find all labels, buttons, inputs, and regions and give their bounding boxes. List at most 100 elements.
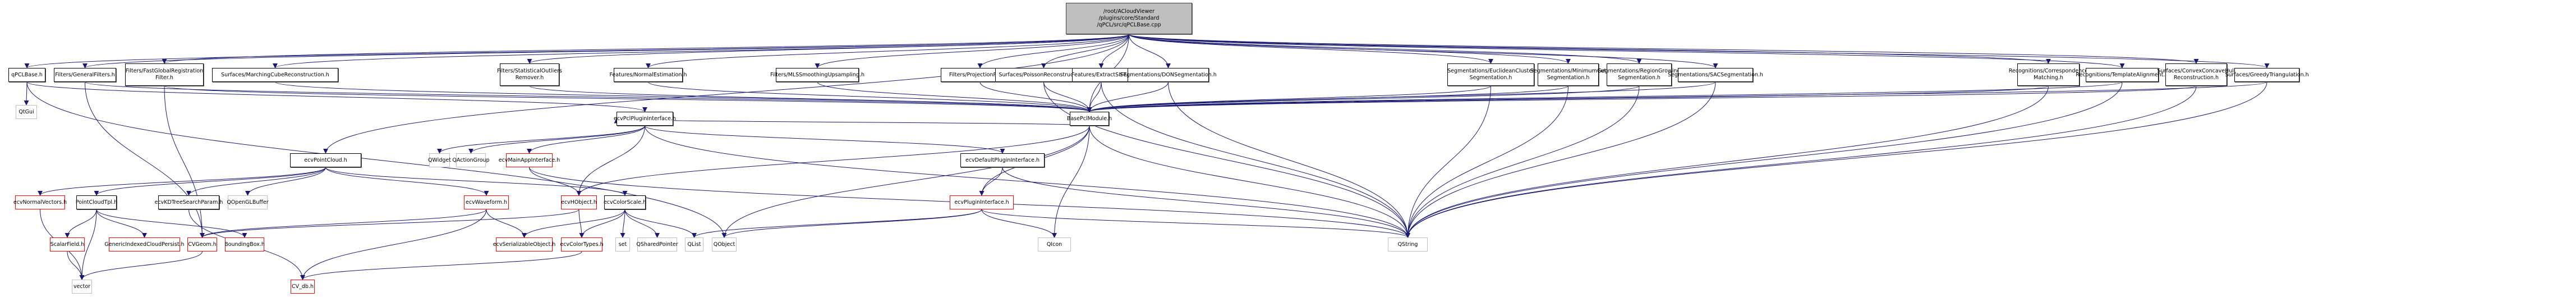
edge-pluginif-to-qicon (981, 209, 1057, 238)
graph-node-pointcloud[interactable]: ecvPointCloud.h (290, 153, 361, 167)
graph-node-waveform[interactable]: ecvWaveform.h (464, 195, 509, 209)
edge-colorscale-to-qsharedpointer (624, 209, 660, 238)
graph-node-pointcloudtpl[interactable]: PointCloudTpl.h (76, 195, 117, 209)
edge-colorscale-to-set (620, 209, 625, 238)
edge-root-to-projection (977, 34, 1129, 68)
edge-colorscale-to-qlist (624, 209, 697, 238)
graph-node-serializable[interactable]: ecvSerializableObject.h (493, 237, 555, 252)
graph-node-normalest[interactable]: Features/NormalEstimation.h (609, 68, 687, 82)
graph-node-vector[interactable]: vector (72, 280, 92, 294)
graph-node-pclpluginif[interactable]: ecvPclPluginInterface.h (614, 112, 676, 126)
edge-root-to-fastglobalreg (162, 34, 1129, 64)
edge-fastglobalreg-to-basepcl (164, 85, 1092, 112)
edge-basepcl-to-qicon (1052, 125, 1090, 238)
edge-don-to-basepcl (1087, 81, 1169, 112)
graph-node-generalfilters[interactable]: Filters/GeneralFilters.h (54, 68, 116, 82)
graph-node-templalign[interactable]: Recognitions/TemplateAlignment.h (2076, 68, 2169, 82)
edge-root-to-corrmatch (1129, 34, 2051, 64)
edge-convexhull-to-basepcl (1087, 85, 2197, 112)
graph-node-convexhull[interactable]: Surfaces/ConvexConcaveHull Reconstructio… (2157, 63, 2235, 86)
graph-node-euclidean[interactable]: Segmentations/EuclideanCluster Segmentat… (1447, 63, 1534, 86)
graph-node-don[interactable]: Segmentations/DONSegmentation.h (1120, 68, 1217, 82)
graph-node-qicon[interactable]: QIcon (1038, 237, 1071, 252)
edge-colortypes-to-cv_db (300, 251, 582, 280)
graph-node-root: /root/ACloudViewer /plugins/core/Standar… (1066, 3, 1192, 34)
graph-node-qstring[interactable]: QString (1388, 237, 1428, 252)
graph-node-basepcl[interactable]: BasePclModule.h (1067, 112, 1112, 126)
graph-node-boundingbox[interactable]: BoundingBox.h (224, 237, 265, 252)
edge-mainappif-to-hobject (529, 167, 582, 196)
graph-node-qlist[interactable]: QList (685, 237, 703, 252)
edge-normalest-to-basepcl (648, 81, 1092, 112)
edge-pclpluginif-to-hobject (576, 125, 645, 196)
edge-root-to-mls (815, 34, 1129, 68)
edge-regiongrow-to-qstring (1405, 85, 1640, 238)
edge-mls-to-basepcl (817, 81, 1092, 112)
edge-pointcloud-to-waveform (325, 167, 489, 196)
graph-node-sift[interactable]: Features/ExtractSIFT.h (1071, 68, 1131, 82)
graph-node-defaultpluginif[interactable]: ecvDefaultPluginInterface.h (960, 153, 1045, 167)
edge-don-to-qstring (1168, 81, 1410, 238)
graph-node-normalvectors[interactable]: ecvNormalVectors.h (13, 195, 67, 209)
edge-convexhull-to-qstring (1405, 85, 2197, 238)
edge-hobject-to-cvgeom (200, 209, 579, 238)
edge-pointcloudtpl-to-genericidx (96, 209, 147, 238)
graph-node-cv_db[interactable]: CV_db.h (291, 280, 315, 294)
edge-pointcloud-to-normalvectors (38, 167, 326, 196)
graph-node-qobject[interactable]: QObject (712, 237, 737, 252)
edge-pointcloud-to-colorscale (325, 167, 628, 196)
edge-cvgeom-to-vector (79, 251, 203, 280)
edge-sac-to-qstring (1405, 81, 1716, 238)
graph-node-fastglobalreg[interactable]: Filters/FastGlobalRegistration Filter.h (125, 63, 204, 86)
graph-node-corrmatch[interactable]: Recognitions/Correspondence Matching.h (2009, 63, 2088, 86)
edge-root-to-convexhull (1129, 34, 2198, 64)
edge-colorscale-to-serializable (522, 209, 625, 238)
edge-euclidean-to-basepcl (1087, 85, 1491, 112)
edge-pclpluginif-to-mainappif (527, 125, 645, 154)
graph-node-hobject[interactable]: ecvHObject.h (561, 195, 597, 209)
edge-defaultpluginif-to-pluginif (979, 167, 1003, 196)
edge-root-to-templalign (1129, 34, 2125, 68)
edge-waveform-to-cvgeom (200, 209, 487, 238)
graph-node-genericidx[interactable]: GenericIndexedCloudPersist.h (104, 237, 185, 252)
graph-node-colortypes[interactable]: ecvColorTypes.h (560, 237, 604, 252)
graph-node-statoutliers[interactable]: Filters/StatisticalOutliers Remover.h (497, 63, 562, 86)
graph-node-qwidget[interactable]: QWidget (428, 153, 451, 167)
graph-node-qsharedpointer[interactable]: QSharedPointer (636, 237, 678, 252)
edge-qpclbase-to-pclpluginif (26, 81, 647, 112)
graph-node-qopenglbuffer[interactable]: QOpenGLBuffer (227, 195, 269, 209)
edge-pointcloud-to-kdtree (186, 167, 326, 196)
edge-waveform-to-cv_db (300, 209, 487, 280)
graph-node-set[interactable]: set (615, 237, 630, 252)
edge-basepcl-to-qstring (1089, 125, 1410, 238)
graph-node-mincut[interactable]: Segmentations/MinimumCut Segmentation.h (1530, 63, 1606, 86)
graph-node-qpclbase[interactable]: qPCLBase.h (8, 68, 45, 82)
graph-node-qactiongroup[interactable]: QActionGroup (452, 153, 490, 167)
edge-corrmatch-to-qstring (1405, 85, 2049, 238)
graph-node-kdtree[interactable]: ecvKDTreeSearchParam.h (155, 195, 223, 209)
graph-node-mainappif[interactable]: ecvMainAppInterface.h (499, 153, 560, 167)
edge-root-to-statoutliers (527, 34, 1129, 64)
edge-root-to-pointcloud (323, 34, 1129, 154)
graph-node-mls[interactable]: Filters/MLSSmoothingUpsampling.h (770, 68, 864, 82)
edge-greedy-to-basepcl (1087, 81, 2267, 112)
edge-pluginif-to-qobject (721, 209, 982, 238)
graph-node-marchingcube[interactable]: Surfaces/MarchingCubeReconstruction.h (212, 68, 338, 82)
graph-node-greedy[interactable]: Surfaces/GreedyTriangulation.h (2225, 68, 2309, 82)
graph-node-cvgeom[interactable]: CVGeom.h (187, 237, 217, 252)
edge-scalarfield-to-vector (67, 251, 85, 280)
edge-pclpluginif-to-qstring (645, 125, 1410, 238)
edge-root-to-qpclbase (25, 34, 1129, 68)
graph-node-colorscale[interactable]: ecvColorScale.h (604, 195, 646, 209)
graph-node-sac[interactable]: Segmentations/SACSegmentation.h (1668, 68, 1763, 82)
graph-node-scalarfield[interactable]: ScalarField.h (50, 237, 85, 252)
edge-pointcloud-to-qopenglbuffer (245, 167, 326, 196)
edge-fastglobalreg-to-cvgeom (164, 85, 205, 238)
edge-waveform-to-serializable (486, 209, 527, 238)
graph-node-regiongrow[interactable]: Segmentations/RegionGrowing Segmentation… (1598, 63, 1680, 86)
edge-root-to-euclidean (1129, 34, 1493, 64)
edge-generalfilters-to-cvgeom (85, 81, 205, 238)
graph-node-qtgui[interactable]: QtGui (16, 105, 37, 119)
graph-node-pluginif[interactable]: ecvPluginInterface.h (950, 195, 1014, 209)
edge-root-to-marchingcube (273, 34, 1129, 68)
